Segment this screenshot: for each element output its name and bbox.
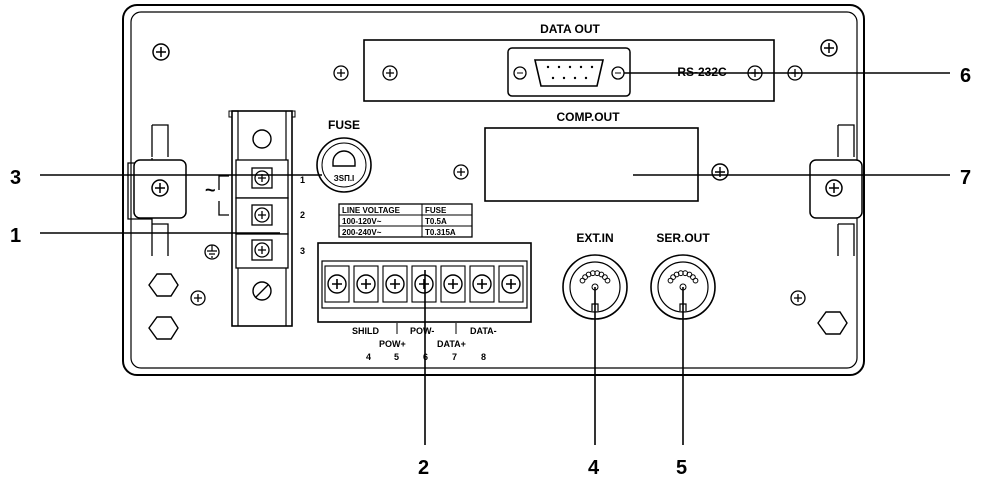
data-terminal-block: SHILD POW+ POW- DATA+ DATA- 4 5 6 7 8 xyxy=(317,242,532,362)
callout-number: 7 xyxy=(960,167,971,189)
ground-symbol-icon xyxy=(204,244,220,260)
svg-text:~: ~ xyxy=(205,180,216,200)
screw-icon xyxy=(333,65,349,81)
terminal-screw-icon xyxy=(469,265,495,303)
ext-in-label: EXT.IN xyxy=(576,231,613,245)
rs232-label: RS-232C xyxy=(677,65,727,79)
table-cell-voltage: 100-120V~ xyxy=(342,217,382,226)
hex-foot-icon xyxy=(817,311,848,335)
voltage-fuse-table: LINE VOLTAGE FUSE 100-120V~ T0.5A 200-24… xyxy=(338,203,473,238)
terminal-number: 5 xyxy=(394,352,399,362)
callout-number: 6 xyxy=(960,65,971,87)
table-cell-voltage: 200-240V~ xyxy=(342,228,382,237)
label-data-plus: DATA+ xyxy=(437,339,466,349)
terminal-screw-icon xyxy=(382,265,408,303)
table-cell-fuse: T0.315A xyxy=(425,228,456,237)
terminal-screw-icon xyxy=(251,204,273,226)
terminal-screw-icon xyxy=(411,265,437,303)
table-header-fuse: FUSE xyxy=(425,206,447,215)
terminal-number: 7 xyxy=(452,352,457,362)
ser-out-label: SER.OUT xyxy=(656,231,710,245)
data-out-label: DATA OUT xyxy=(540,22,600,36)
callout-lines xyxy=(40,72,950,445)
fuse-holder: FUSE ЗЅП.І xyxy=(316,118,372,193)
callout-number: 3 xyxy=(10,167,21,189)
label-data-minus: DATA- xyxy=(470,326,497,336)
table-cell-fuse: T0.5A xyxy=(425,217,447,226)
callout-number: 2 xyxy=(418,457,429,479)
corner-screw-icon xyxy=(820,39,838,57)
fuse-label: FUSE xyxy=(328,118,360,132)
screw-icon xyxy=(190,290,206,306)
terminal-screw-icon xyxy=(353,265,379,303)
table-header-voltage: LINE VOLTAGE xyxy=(342,206,401,215)
din-pin-icon xyxy=(692,277,699,284)
terminal-screw-icon xyxy=(440,265,466,303)
power-terminal-strip: 1 2 3 xyxy=(228,110,305,327)
terminal-number-1: 1 xyxy=(300,175,305,185)
label-shild: SHILD xyxy=(352,326,380,336)
corner-screw-icon xyxy=(152,43,170,61)
screw-icon xyxy=(453,164,469,180)
terminal-screw-icon xyxy=(324,265,350,303)
fuse-cap-text: ЗЅП.І xyxy=(334,174,355,183)
label-pow-minus: POW- xyxy=(410,326,434,336)
comp-out-box: COMP.OUT xyxy=(484,110,699,202)
callout-number: 5 xyxy=(676,457,687,479)
screw-icon xyxy=(790,290,806,306)
ac-symbol-icon: ~ xyxy=(205,175,229,216)
terminal-number: 4 xyxy=(366,352,371,362)
comp-out-label: COMP.OUT xyxy=(556,110,620,124)
terminal-number-2: 2 xyxy=(300,210,305,220)
terminal-screw-icon xyxy=(251,239,273,261)
label-pow-plus: POW+ xyxy=(379,339,406,349)
din-pin-icon xyxy=(604,277,611,284)
callout-number: 1 xyxy=(10,225,21,247)
terminal-number: 8 xyxy=(481,352,486,362)
callout-number: 4 xyxy=(588,457,600,479)
screw-icon xyxy=(382,65,398,81)
terminal-screw-icon xyxy=(498,265,524,303)
rs232-connector-icon xyxy=(507,47,631,97)
hex-foot-icon xyxy=(148,316,179,340)
hex-foot-icon xyxy=(148,273,179,297)
terminal-number-3: 3 xyxy=(300,246,305,256)
